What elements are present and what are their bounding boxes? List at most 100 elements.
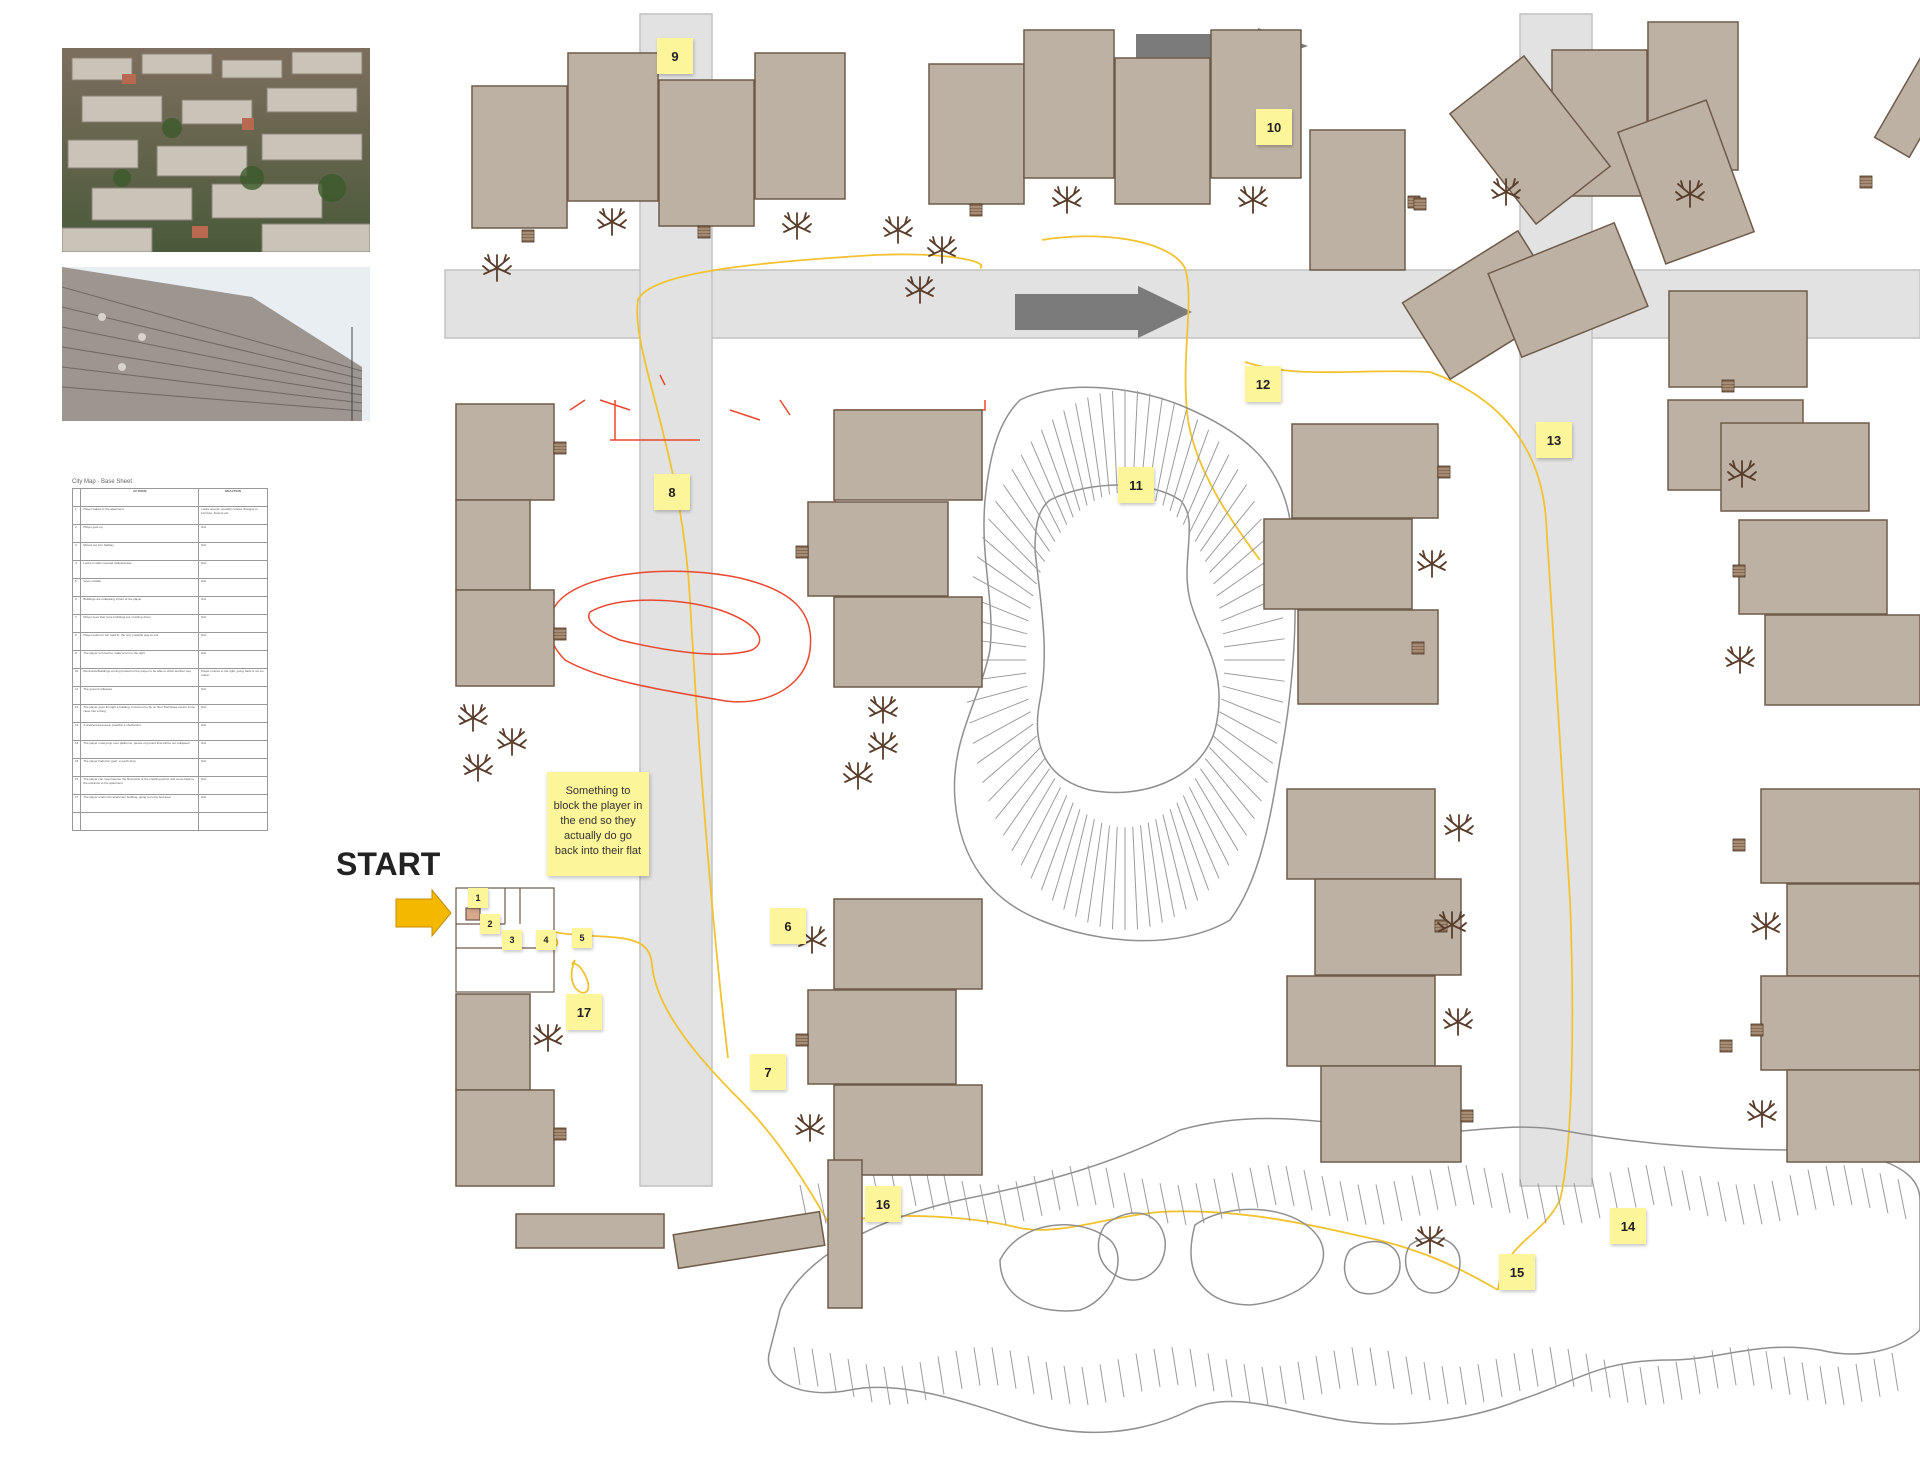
building — [754, 52, 846, 200]
collapse-crater-upper — [953, 386, 1296, 942]
building — [827, 1159, 863, 1309]
sticky-note-4: 4 — [536, 930, 556, 950]
player-path — [459, 235, 1574, 1291]
building — [1286, 788, 1436, 880]
table-cell — [198, 812, 268, 831]
door-icon — [553, 627, 567, 641]
direction-arrow — [1015, 286, 1192, 338]
building — [1720, 422, 1870, 512]
door-icon — [1859, 175, 1873, 189]
building — [928, 63, 1025, 205]
door-icon — [795, 545, 809, 559]
building — [567, 52, 659, 202]
building — [1786, 1069, 1920, 1163]
tree-icon — [1491, 178, 1521, 206]
collapse-crater-lower — [767, 1117, 1920, 1434]
reference-photo-aerial — [62, 48, 370, 252]
sticky-note-1: 1 — [468, 888, 488, 908]
tree-icon — [597, 208, 627, 236]
building — [1320, 1065, 1462, 1163]
tree-icon — [1444, 814, 1474, 842]
table-header-row: ACTIONS REACTION — [71, 488, 268, 507]
building — [1023, 29, 1115, 179]
sticky-note-12: 12 — [1245, 366, 1281, 402]
sticky-note-2: 2 — [480, 914, 500, 934]
building — [833, 898, 983, 990]
building — [1738, 519, 1888, 615]
building — [455, 403, 555, 501]
sticky-note-8: 8 — [654, 474, 690, 510]
building — [807, 501, 949, 597]
table-cell: Player sees that more buildings are crus… — [80, 614, 200, 633]
sticky-note-7: 7 — [750, 1054, 786, 1090]
door-icon — [553, 441, 567, 455]
door-icon — [1413, 197, 1427, 211]
door-icon — [1411, 641, 1425, 655]
building — [455, 589, 555, 687]
door-icon — [1437, 465, 1451, 479]
building — [658, 79, 755, 227]
building — [1616, 99, 1756, 265]
tree-icon — [458, 704, 488, 732]
building — [1297, 609, 1439, 705]
sheet-title: City Map - Base Sheet — [72, 479, 133, 485]
sticky-note-3: 3 — [502, 930, 522, 950]
table-cell: Player notices to the right, going back … — [198, 668, 268, 687]
door-icon — [521, 229, 535, 243]
sticky-note-16: 16 — [865, 1186, 901, 1222]
tree-icon — [1675, 180, 1705, 208]
building — [1114, 57, 1211, 205]
building — [672, 1210, 826, 1270]
sticky-note-17: 17 — [566, 994, 602, 1030]
sticky-note-9: 9 — [657, 38, 693, 74]
tree-icon — [1747, 1100, 1777, 1128]
door-icon — [697, 225, 711, 239]
sticky-note-11: 11 — [1118, 467, 1154, 503]
tree-icon — [1725, 646, 1755, 674]
buildings — [455, 21, 1920, 1309]
sticky-note-15: 15 — [1499, 1254, 1535, 1290]
tree-icon — [868, 696, 898, 724]
tree-icon — [905, 276, 935, 304]
building — [833, 596, 983, 688]
door-icon — [969, 203, 983, 217]
start-label: START — [336, 846, 441, 882]
building — [1210, 29, 1302, 179]
door-icon — [1750, 1023, 1764, 1037]
building — [1760, 975, 1920, 1071]
building — [833, 409, 983, 501]
crater-hatch-upper — [965, 390, 1285, 930]
door-icon — [1732, 564, 1746, 578]
tree-icon — [883, 216, 913, 244]
bed — [465, 907, 481, 921]
tree-icon — [1751, 912, 1781, 940]
tree-icon — [497, 728, 527, 756]
tree-icon — [843, 762, 873, 790]
door-icon — [795, 1033, 809, 1047]
crater-hatch-lower — [793, 1164, 1907, 1406]
trees — [458, 178, 1781, 1254]
sticky-note-13: 13 — [1536, 422, 1572, 458]
sticky-note-5: 5 — [572, 928, 592, 948]
sticky-note-10: 10 — [1256, 109, 1292, 145]
tree-icon — [1443, 1008, 1473, 1036]
building — [1873, 49, 1920, 159]
building — [455, 1089, 555, 1187]
tree-icon — [533, 1024, 563, 1052]
table-row — [71, 812, 268, 831]
doors — [521, 175, 1873, 1141]
building — [1286, 975, 1436, 1067]
building — [515, 1213, 665, 1249]
door-icon — [553, 1127, 567, 1141]
sticky-note-6: 6 — [770, 908, 806, 944]
